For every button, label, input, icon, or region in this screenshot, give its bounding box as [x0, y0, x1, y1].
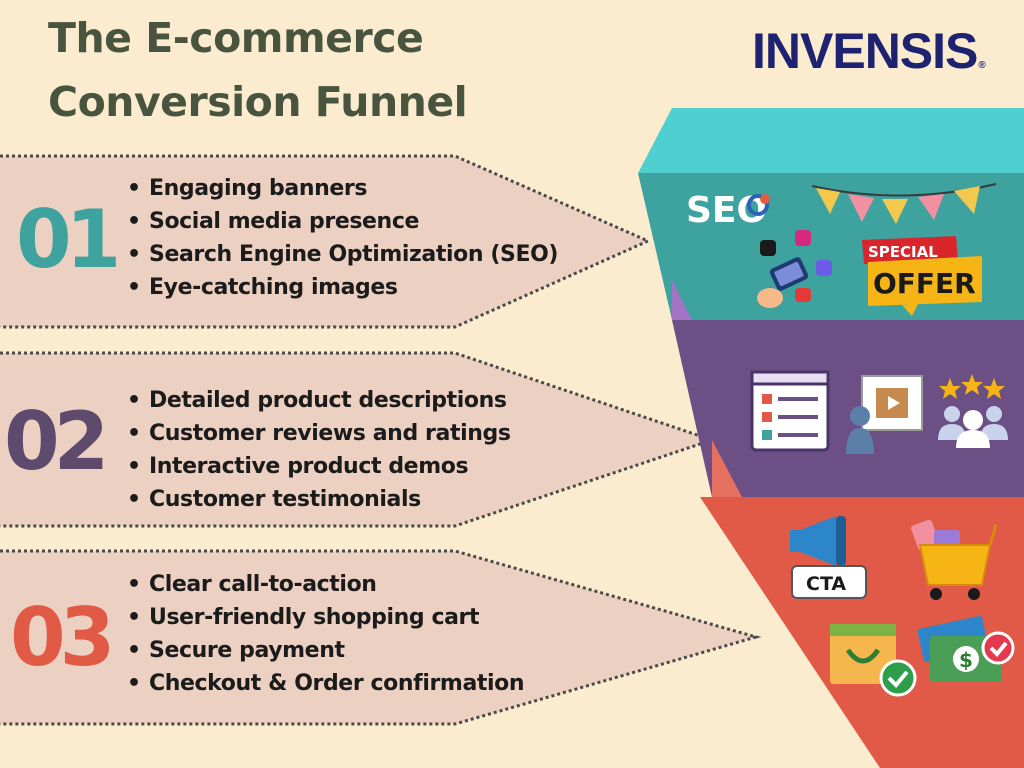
stage-1-list: Engaging banners Social media presence S… [125, 172, 558, 304]
registered-mark: ® [978, 60, 985, 71]
invensis-logo: INVENSIS® [752, 22, 986, 80]
list-item: Clear call-to-action [125, 568, 524, 601]
list-item: Detailed product descriptions [125, 384, 511, 417]
social-media-icon [757, 230, 832, 308]
list-item: Customer testimonials [125, 483, 511, 516]
funnel-fold-1 [672, 280, 692, 320]
seo-icon: SEO [686, 190, 770, 231]
currency-symbol: $ [959, 648, 973, 672]
stage-2-list: Detailed product descriptions Customer r… [125, 384, 511, 516]
list-item: Customer reviews and ratings [125, 417, 511, 450]
list-item: Secure payment [125, 634, 524, 667]
list-item: Interactive product demos [125, 450, 511, 483]
page-title-line-1: The E-commerce [48, 14, 424, 62]
logo-text: INVENSIS [752, 23, 978, 79]
reviews-icon [938, 374, 1008, 448]
cta-icon: CTA [790, 516, 867, 599]
funnel-fold-2 [712, 440, 742, 497]
list-item: Checkout & Order confirmation [125, 667, 525, 700]
stage-number-2: 02 [4, 395, 109, 488]
special-offer-icon: SPECIAL OFFER [862, 236, 982, 316]
list-item: Social media presence [125, 205, 558, 238]
secure-payment-icon [830, 624, 917, 697]
stage-number-3: 03 [10, 591, 115, 684]
list-item: Engaging banners [125, 172, 558, 205]
list-item: User-friendly shopping cart [125, 601, 524, 634]
order-confirmation-icon: $ [917, 616, 1015, 682]
offer-label: OFFER [873, 267, 976, 300]
stage-number-1: 01 [16, 193, 121, 286]
list-item: Search Engine Optimization (SEO) [125, 238, 558, 271]
stage-3-list: Clear call-to-action User-friendly shopp… [125, 568, 525, 700]
product-demo-icon [846, 375, 923, 454]
cta-label: CTA [806, 573, 846, 595]
special-label: SPECIAL [868, 243, 938, 261]
page-title-line-2: Conversion Funnel [48, 78, 468, 126]
bunting-icon [811, 183, 997, 224]
product-description-icon [750, 370, 830, 452]
funnel-section-2 [672, 320, 1024, 497]
shopping-cart-icon [911, 519, 998, 600]
funnel-rim [638, 108, 1024, 173]
list-item: Eye-catching images [125, 271, 558, 304]
